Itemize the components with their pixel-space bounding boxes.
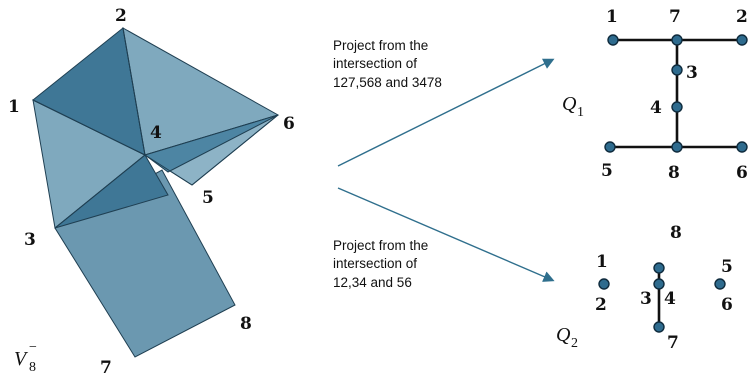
svg-text:1: 1 xyxy=(577,105,584,120)
svg-text:127,568 and 3478: 127,568 and 3478 xyxy=(333,75,442,90)
q1-node-7 xyxy=(671,34,683,46)
q1-graph xyxy=(604,34,748,153)
q2-label-2: 2 xyxy=(595,295,607,315)
q2-node-7 xyxy=(653,321,665,333)
vertex-label-8: 8 xyxy=(240,314,252,334)
q1-node-4 xyxy=(671,101,683,113)
svg-text:−: − xyxy=(29,340,37,355)
polytope-name: V 8 − xyxy=(14,340,37,375)
q2-node-8 xyxy=(653,262,665,274)
edge-1-4 xyxy=(32,99,146,156)
edge-2-4 xyxy=(122,27,146,156)
caption-q2: Project from the intersection of 12,34 a… xyxy=(333,238,428,290)
vertex-label-6: 6 xyxy=(283,114,295,134)
q2-node-12 xyxy=(598,278,610,290)
q1-label-7: 7 xyxy=(669,7,681,27)
q1-label-2: 2 xyxy=(736,7,748,27)
q2-label-1: 1 xyxy=(596,252,608,272)
q1-node-3 xyxy=(671,64,683,76)
q1-node-2 xyxy=(736,34,748,46)
vertex-label-4: 4 xyxy=(150,123,162,143)
q1-label-6: 6 xyxy=(736,163,748,183)
arrow-to-q1 xyxy=(337,58,555,167)
q2-label-6: 6 xyxy=(721,295,733,315)
polytope-figure xyxy=(32,27,280,358)
q1-label-8: 8 xyxy=(668,163,680,183)
q2-node-56 xyxy=(714,278,726,290)
q2-label-7: 7 xyxy=(667,333,679,353)
svg-text:Q: Q xyxy=(556,324,571,346)
svg-text:Q: Q xyxy=(562,93,577,115)
q2-name: Q 2 xyxy=(556,324,578,351)
svg-text:12,34 and 56: 12,34 and 56 xyxy=(333,275,412,290)
q2-graph xyxy=(598,262,726,333)
svg-text:V: V xyxy=(14,348,29,370)
edge-5-6 xyxy=(191,114,279,186)
svg-text:intersection of: intersection of xyxy=(333,256,417,271)
q2-label-8: 8 xyxy=(670,223,682,243)
q2-label-3: 3 xyxy=(640,289,652,309)
caption-q1: Project from the intersection of 127,568… xyxy=(333,38,442,90)
vertex-label-5: 5 xyxy=(202,188,214,208)
q1-name: Q 1 xyxy=(562,93,584,120)
q2-node-34 xyxy=(653,278,665,290)
q1-node-6 xyxy=(736,141,748,153)
q1-node-5 xyxy=(604,141,616,153)
svg-text:8: 8 xyxy=(29,360,36,375)
vertex-label-1: 1 xyxy=(8,97,20,117)
q2-label-4: 4 xyxy=(664,289,676,309)
q1-node-1 xyxy=(607,34,619,46)
svg-text:intersection of: intersection of xyxy=(333,56,417,71)
edge-3-4 xyxy=(54,154,146,229)
q1-label-5: 5 xyxy=(601,161,613,181)
svg-text:Project from the: Project from the xyxy=(333,38,428,53)
face-46 xyxy=(143,114,279,173)
vertex-label-3: 3 xyxy=(24,230,36,250)
q1-label-3: 3 xyxy=(686,63,698,83)
arrow-to-q2 xyxy=(337,187,555,282)
svg-text:Project from the: Project from the xyxy=(333,238,428,253)
edge-4-5 xyxy=(144,154,193,186)
q2-label-5: 5 xyxy=(721,257,733,277)
q1-label-1: 1 xyxy=(606,7,618,27)
face-246 xyxy=(122,27,280,156)
svg-text:2: 2 xyxy=(571,336,578,351)
q1-node-8 xyxy=(671,141,683,153)
vertex-label-2: 2 xyxy=(115,6,127,26)
q1-label-4: 4 xyxy=(650,98,662,118)
vertex-label-7: 7 xyxy=(100,358,112,377)
